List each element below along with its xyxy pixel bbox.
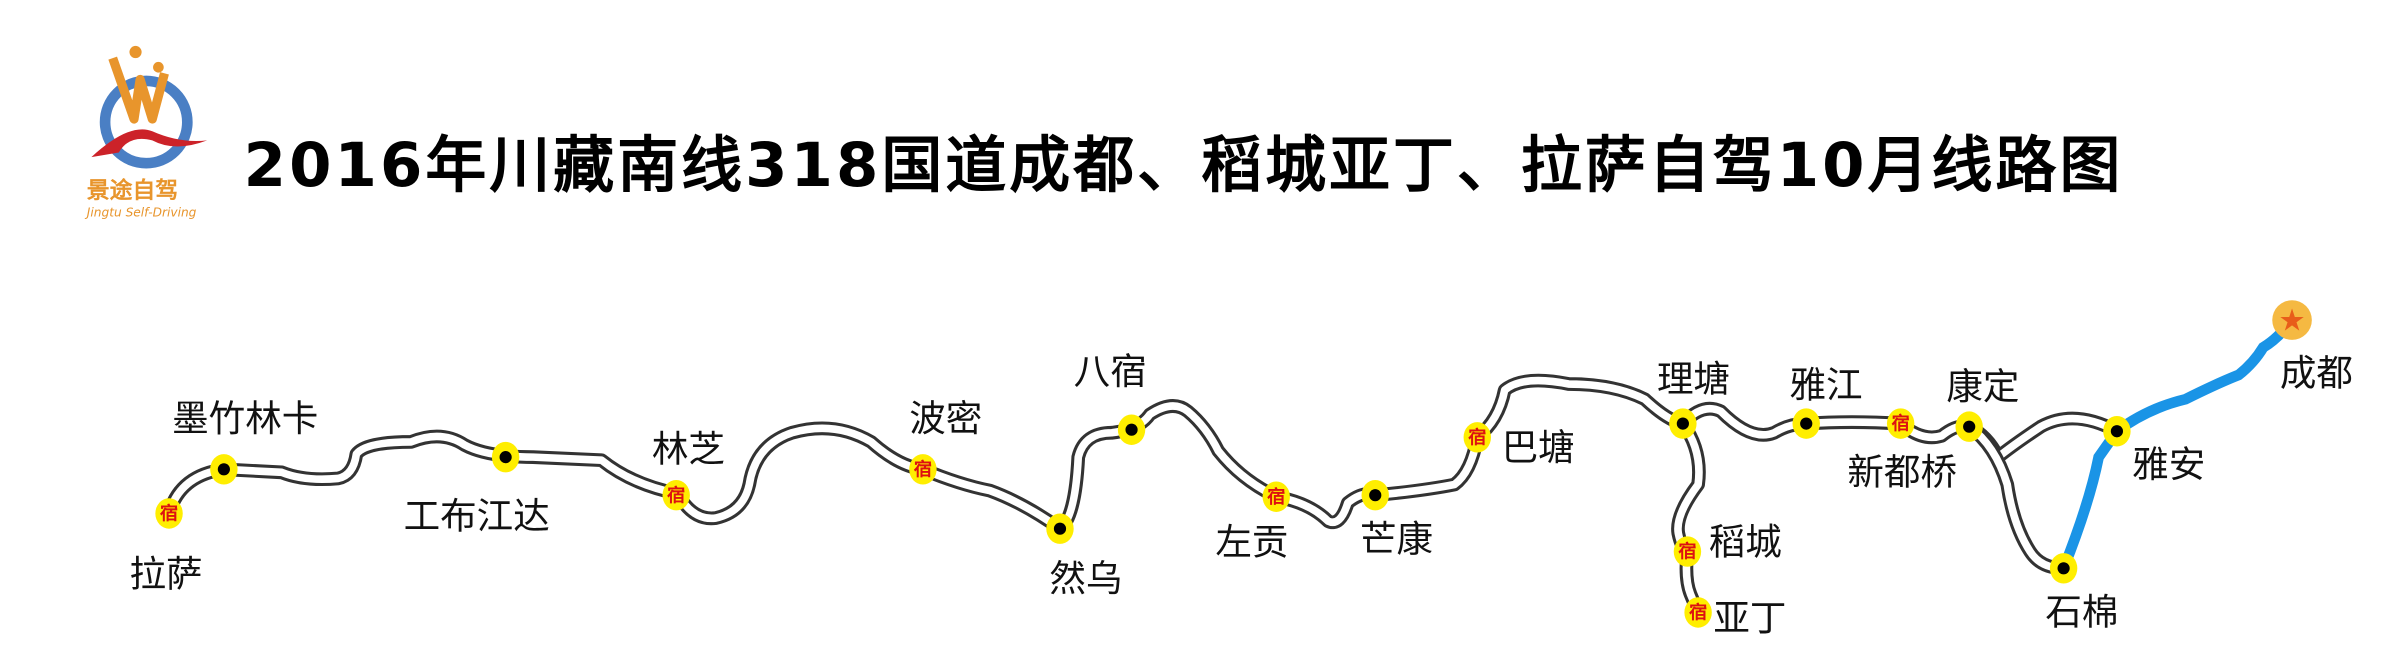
stop-label: 雅安	[2132, 443, 2205, 486]
stop-label: 巴塘	[1502, 426, 1575, 469]
stop-label: 左贡	[1215, 521, 1288, 564]
star-glyph: ★	[2278, 304, 2305, 339]
logo: 景途自驾 Jingtu Self-Driving	[85, 45, 208, 219]
stop-17[interactable]: 雅安	[2103, 416, 2205, 486]
lodging-marker	[662, 479, 690, 511]
stop-0[interactable]: 宿拉萨	[129, 498, 203, 596]
stop-15[interactable]: 康定	[1946, 365, 2019, 442]
stop-label: 亚丁	[1713, 597, 1786, 640]
dot-icon	[1053, 522, 1067, 535]
highlight-route	[2058, 314, 2298, 574]
lodging-icon: 宿	[914, 458, 932, 480]
stops: 宿拉萨墨竹林卡工布江达宿林芝宿波密然乌八宿宿左贡芒康宿巴塘理塘宿稻城宿亚丁雅江宿…	[129, 300, 2353, 640]
stop-label: 八宿	[1074, 350, 1147, 393]
dot-icon	[1800, 417, 1813, 430]
stop-label: 工布江达	[404, 495, 550, 538]
lodging-marker	[155, 498, 183, 529]
star-icon	[2272, 300, 2312, 340]
stop-16[interactable]: 石棉	[2045, 553, 2118, 634]
stop-7[interactable]: 宿左贡	[1215, 481, 1290, 564]
stop-label: 新都桥	[1847, 451, 1957, 494]
stop-5[interactable]: 然乌	[1046, 513, 1122, 600]
lodging-marker	[909, 454, 937, 485]
roads	[162, 314, 2298, 616]
stop-label: 康定	[1946, 365, 2019, 408]
stop-label: 墨竹林卡	[172, 397, 318, 440]
stop-label: 波密	[909, 397, 982, 440]
road-shimian-branch	[1966, 423, 2064, 573]
lodging-icon: 宿	[1892, 413, 1910, 435]
road-daocheng-branch	[1674, 421, 1703, 614]
lodging-marker	[1684, 597, 1712, 628]
dot-icon	[1125, 423, 1138, 436]
lodging-marker	[1463, 422, 1491, 453]
stop-18[interactable]: ★ 成都	[2272, 300, 2353, 395]
lodging-icon: 宿	[160, 503, 178, 525]
dot-icon	[1676, 417, 1689, 430]
stop-6[interactable]: 八宿	[1074, 350, 1147, 445]
lodging-marker	[1886, 408, 1915, 439]
stop-8[interactable]: 芒康	[1360, 479, 1433, 561]
stop-13[interactable]: 雅江	[1789, 364, 1863, 439]
stop-label: 拉萨	[129, 553, 202, 596]
lodging-icon: 宿	[1678, 541, 1696, 563]
stop-1[interactable]: 墨竹林卡	[172, 397, 318, 485]
stop-label: 然乌	[1049, 557, 1122, 600]
lodging-icon: 宿	[1468, 426, 1486, 448]
dot-icon	[2110, 425, 2124, 438]
stop-label: 成都	[2280, 352, 2353, 395]
stop-label: 稻城	[1709, 521, 1782, 564]
dot-icon	[217, 463, 230, 476]
dot-icon	[499, 451, 512, 464]
dot-icon	[1369, 489, 1382, 502]
stop-label: 芒康	[1360, 518, 1433, 561]
stop-9[interactable]: 宿巴塘	[1463, 422, 1575, 469]
stop-4[interactable]: 宿 波密	[909, 397, 982, 485]
dot-icon	[1963, 420, 1976, 433]
stop-10[interactable]: 理塘	[1657, 358, 1730, 439]
stop-label: 理塘	[1657, 358, 1730, 401]
logo-name-en: Jingtu Self-Driving	[85, 205, 197, 219]
map-title: 2016年川藏南线318国道成都、稻城亚丁、拉萨自驾10月线路图	[244, 130, 2124, 201]
stop-label: 雅江	[1789, 364, 1862, 407]
stop-2[interactable]: 工布江达	[404, 441, 550, 538]
stop-12[interactable]: 宿亚丁	[1684, 597, 1786, 640]
lodging-icon: 宿	[1267, 486, 1285, 508]
lodging-marker	[1673, 536, 1702, 567]
dot-icon	[2057, 562, 2070, 575]
stop-3[interactable]: 宿 林芝	[652, 428, 725, 511]
stop-label: 石棉	[2045, 591, 2118, 634]
lodging-icon: 宿	[667, 484, 685, 506]
logo-name-cn: 景途自驾	[87, 177, 178, 204]
lodging-icon: 宿	[1689, 602, 1707, 624]
lodging-marker	[1262, 481, 1290, 512]
stop-11[interactable]: 宿稻城	[1673, 521, 1782, 567]
stop-label: 林芝	[652, 428, 725, 471]
